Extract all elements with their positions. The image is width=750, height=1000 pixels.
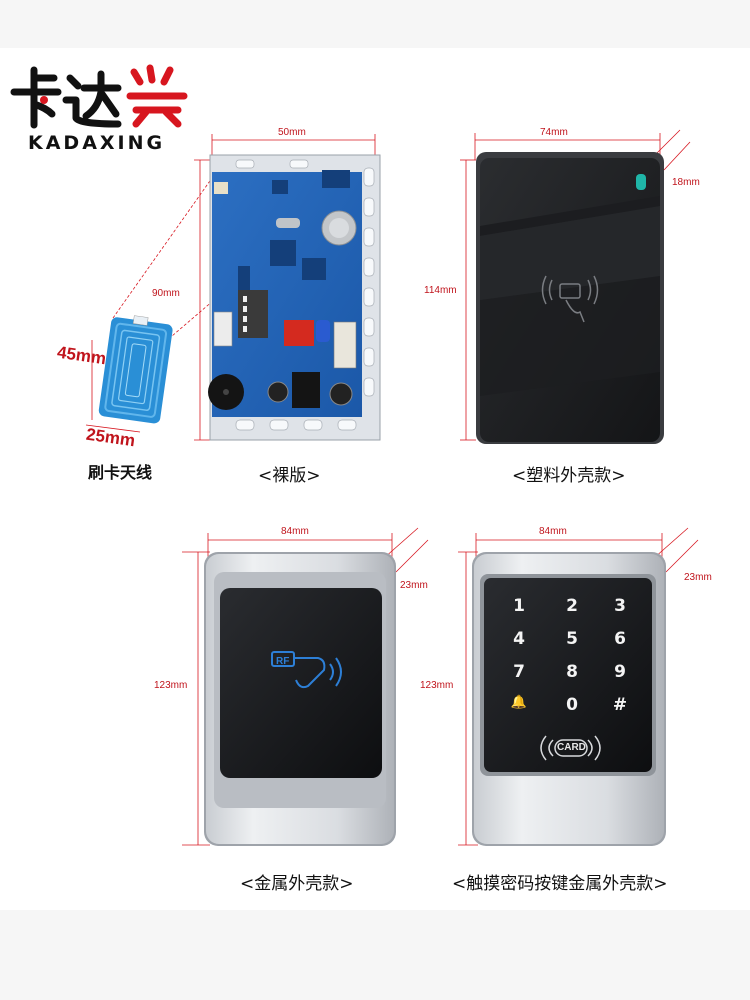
keypad-key-0[interactable]: 0 bbox=[566, 695, 578, 715]
brand-logo-text: KADAXING bbox=[28, 132, 166, 154]
bare-board-width-label: 50mm bbox=[278, 127, 306, 138]
antenna-caption: 刷卡天线 bbox=[88, 463, 153, 482]
keypad-card-label: CARD bbox=[557, 742, 586, 753]
keypad-key-6[interactable]: 6 bbox=[614, 629, 626, 649]
plastic-case-caption: <塑料外壳款> bbox=[512, 466, 626, 486]
plastic-case-height-label: 114mm bbox=[424, 285, 457, 296]
bare-board-height-label: 90mm bbox=[152, 288, 180, 299]
keypad-key-4[interactable]: 4 bbox=[513, 629, 525, 649]
metal-case-illustration bbox=[182, 527, 429, 846]
metal-case-caption: <金属外壳款> bbox=[240, 874, 354, 894]
keypad-key-5[interactable]: 5 bbox=[566, 629, 578, 649]
antenna-illustration bbox=[85, 177, 215, 433]
metal-case-width-label: 84mm bbox=[281, 526, 309, 537]
plastic-case-width-label: 74mm bbox=[540, 127, 568, 138]
keypad-key-8[interactable]: 8 bbox=[566, 662, 578, 682]
metal-case-height-label: 123mm bbox=[154, 680, 188, 691]
keypad-key-bell[interactable]: 🔔 bbox=[510, 695, 528, 710]
keypad-case-depth-label: 23mm bbox=[684, 572, 712, 583]
keypad-key-9[interactable]: 9 bbox=[614, 662, 626, 682]
metal-case-depth-label: 23mm bbox=[400, 580, 428, 591]
keypad-key-hash[interactable]: # bbox=[612, 695, 628, 715]
keypad-key-7[interactable]: 7 bbox=[513, 662, 525, 682]
keypad-case-width-label: 84mm bbox=[539, 526, 567, 537]
keypad-key-3[interactable]: 3 bbox=[614, 596, 626, 616]
bare-board-illustration bbox=[194, 134, 381, 441]
brand-logo-mark bbox=[10, 64, 188, 129]
keypad-key-2[interactable]: 2 bbox=[566, 596, 578, 616]
plastic-case-illustration bbox=[460, 129, 691, 444]
keypad-case-height-label: 123mm bbox=[420, 680, 454, 691]
keypad-key-1[interactable]: 1 bbox=[513, 596, 525, 616]
metal-case-rf-label: RF bbox=[276, 656, 290, 667]
keypad-case-caption: <触摸密码按键金属外壳款> bbox=[452, 874, 668, 894]
bare-board-caption: <裸版> bbox=[258, 466, 321, 486]
keypad-case-illustration bbox=[458, 527, 699, 846]
plastic-case-depth-label: 18mm bbox=[672, 177, 700, 188]
